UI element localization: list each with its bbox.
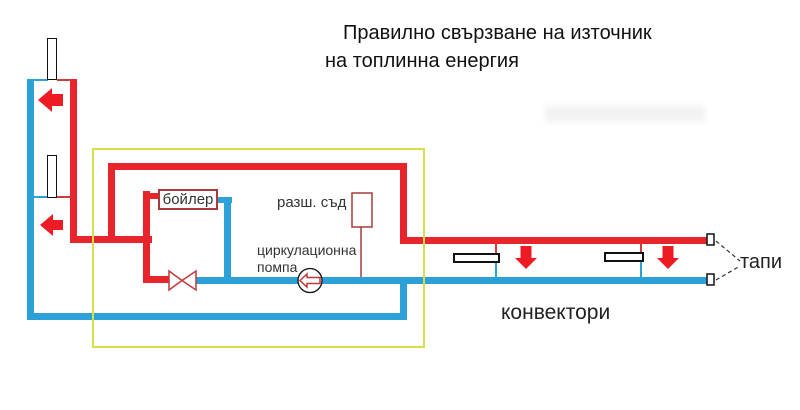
- convector-1: [453, 253, 500, 263]
- valve-icon: [168, 269, 184, 292]
- system-boundary-box: [92, 148, 425, 348]
- cold-return-riser-pipe: [400, 281, 407, 320]
- boiler-hot-inlet-pipe: [143, 193, 159, 199]
- diagram-title-line2: на топлинна енергия: [325, 50, 519, 72]
- pump-label-line1: циркулационна: [257, 242, 357, 258]
- hot-loop-left-pipe: [108, 163, 115, 243]
- cap-hot-icon: [706, 233, 715, 246]
- ghost-smudge: [545, 106, 705, 122]
- pump-label: циркулационна помпа: [257, 242, 356, 276]
- expansion-vessel-label: разш. съд: [277, 194, 347, 211]
- caps-pointer-line-top: [715, 240, 741, 262]
- caps-label: тапи: [740, 251, 783, 273]
- convector2-hot-drop-line: [640, 243, 642, 253]
- flow-left-arrow-2: [40, 214, 63, 236]
- radiator-1: [47, 38, 57, 80]
- boiler-box: бойлер: [158, 189, 218, 210]
- caps-pointer-line-bottom: [715, 265, 741, 281]
- cap-cold-icon: [706, 273, 715, 286]
- pump-label-line2: помпа: [257, 259, 298, 275]
- boiler-cold-vertical-pipe: [224, 197, 231, 284]
- radiator-2: [47, 155, 57, 198]
- convector2-cold-drop-line: [640, 261, 642, 278]
- riser-tap1-hot-line: [57, 79, 71, 81]
- flow-left-arrow-1: [38, 88, 63, 112]
- valve-icon: [180, 269, 197, 292]
- flow-down-arrow-2: [657, 246, 679, 269]
- riser-tap2-cold-line: [33, 196, 48, 198]
- hot-loop-right-pipe: [400, 163, 407, 244]
- convector1-hot-drop-line: [495, 243, 497, 254]
- hot-loop-top-pipe: [108, 163, 407, 170]
- expansion-vessel-icon: [351, 192, 373, 228]
- cold-main-pipe: [195, 277, 707, 284]
- boiler-hot-bottom-pipe: [143, 276, 171, 283]
- cold-riser-pipe: [27, 79, 34, 320]
- convector-2: [604, 252, 644, 262]
- pump-arrow-icon: [298, 272, 321, 289]
- convector1-cold-drop-line: [495, 263, 497, 278]
- boiler-label: бойлер: [162, 191, 214, 208]
- flow-down-arrow-1: [515, 246, 537, 269]
- hot-supply-pipe: [400, 237, 707, 244]
- hot-riser-pipe: [70, 79, 77, 243]
- convectors-label: конвектори: [501, 301, 611, 324]
- boiler-hot-vertical-pipe: [143, 191, 150, 283]
- riser-tap1-cold-line: [33, 79, 48, 81]
- diagram-title-line1: Правилно свързване на източник: [343, 22, 652, 44]
- riser-tap2-hot-line: [57, 196, 71, 198]
- cold-return-pipe: [27, 313, 407, 320]
